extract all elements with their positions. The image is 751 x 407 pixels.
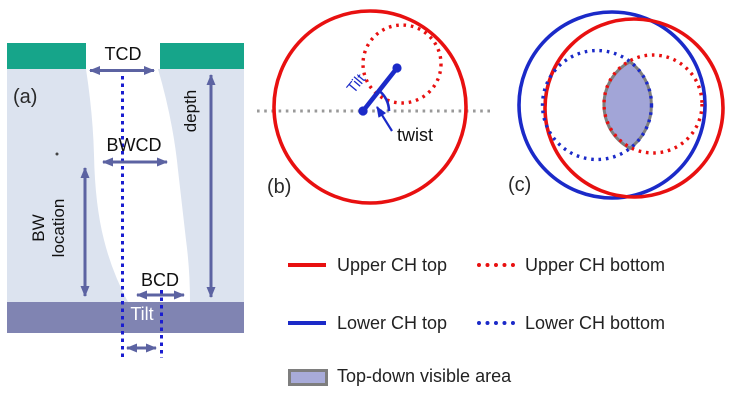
legend-label-visible-area: Top-down visible area	[337, 366, 512, 386]
upper-ch-top-circle-c	[543, 17, 725, 199]
lower-ch-top-circle-c	[517, 10, 707, 200]
tilt-vector-start-dot	[358, 106, 368, 116]
twist-label: twist	[397, 125, 433, 145]
legend-swatch-upper-ch-top	[288, 263, 326, 267]
legend-swatch-upper-ch-bottom	[477, 263, 515, 267]
legend-swatch-lower-ch-bottom	[477, 321, 515, 325]
upper-ch-bottom-circle-b	[361, 23, 443, 105]
legend-label-upper-ch-bottom: Upper CH bottom	[525, 255, 666, 275]
hardmask-left	[7, 43, 86, 69]
tilt-band-label: Tilt	[130, 304, 154, 324]
bwcd-label: BWCD	[106, 135, 162, 155]
panel-c-graphics	[517, 10, 725, 200]
bcd-label: BCD	[140, 270, 179, 290]
panel-c-label: (c)	[508, 174, 532, 196]
tilt-vector-line	[360, 65, 400, 114]
upper-ch-bottom-circle-c	[602, 53, 704, 155]
stray-dot	[55, 152, 59, 156]
tcd-label: TCD	[104, 44, 142, 64]
lower-ch-bottom-circle-c	[540, 48, 654, 162]
panel-a-label: (a)	[13, 86, 38, 108]
top-down-visible-area-lens	[602, 59, 653, 151]
twist-angle-arc	[378, 89, 391, 112]
channel-hole-profile	[86, 69, 190, 302]
depth-label: depth	[181, 89, 200, 133]
tilt-band	[7, 302, 244, 333]
twist-pointer-arrow	[376, 106, 393, 132]
legend-label-lower-ch-top: Lower CH top	[337, 313, 448, 333]
legend-label-lower-ch-bottom: Lower CH bottom	[525, 313, 666, 333]
panel-a-graphics	[7, 43, 244, 358]
hardmask-right	[160, 43, 244, 69]
tilt-vector-end-dot	[392, 63, 402, 73]
panel-b-label: (b)	[267, 176, 292, 198]
panel-b-graphics	[257, 9, 491, 205]
legend-swatch-visible-area	[288, 369, 328, 386]
upper-ch-top-circle-b	[272, 9, 468, 205]
legend-label-upper-ch-top: Upper CH top	[337, 255, 448, 275]
legend-swatch-lower-ch-top	[288, 321, 326, 325]
